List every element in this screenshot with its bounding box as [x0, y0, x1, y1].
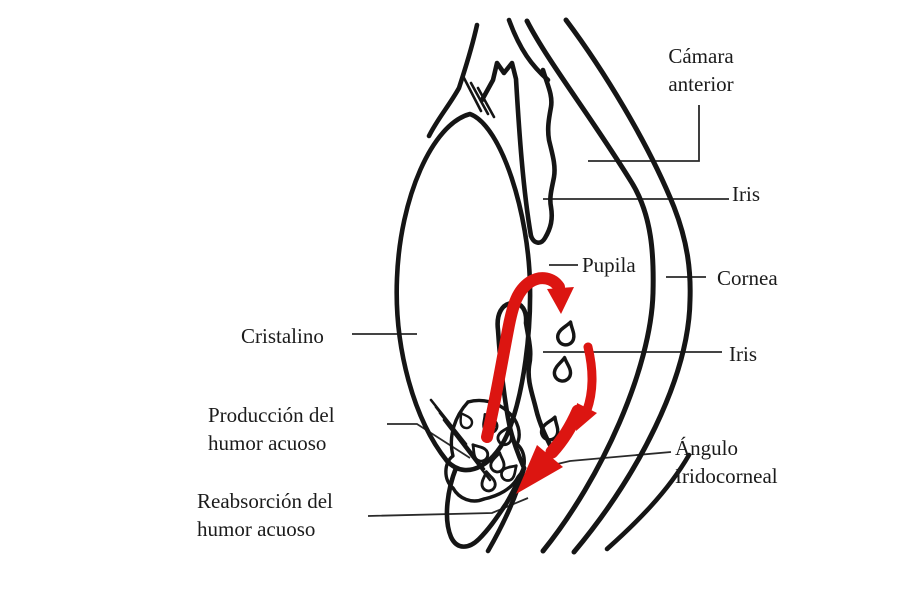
label-angulo: Ángulo Iridocorneal	[675, 434, 778, 490]
cornea-inner-arc	[524, 18, 656, 554]
sclera-bottom-line	[604, 452, 692, 552]
label-cristalino: Cristalino	[241, 324, 324, 348]
label-pupila: Pupila	[582, 253, 636, 277]
droplet-icon	[552, 355, 573, 383]
label-produccion-line2: humor acuoso	[208, 431, 327, 455]
label-camara-anterior-line1: Cámara	[668, 44, 734, 68]
leader-reabsorcion	[367, 497, 529, 517]
zonule-top-fiber	[476, 86, 496, 119]
eye-structures	[394, 17, 693, 555]
droplet-icon	[471, 443, 490, 463]
flow-arrow-pupil-shaft	[481, 272, 565, 443]
label-iris-top: Iris	[732, 182, 760, 206]
ciliary-bulge-outline	[444, 465, 527, 549]
label-reabsorcion-line2: humor acuoso	[197, 517, 316, 541]
flow-arrow-angle-shaft	[545, 404, 585, 459]
sclera-top-line	[426, 22, 480, 139]
label-produccion: Producción del humor acuoso	[208, 401, 335, 457]
label-angulo-line1: Ángulo	[675, 436, 738, 460]
flow-arrow-chamber-shaft	[582, 342, 597, 415]
lens-outline	[394, 111, 533, 473]
label-reabsorcion-line1: Reabsorción del	[197, 489, 333, 513]
droplet-icon	[489, 451, 506, 474]
iris-upper-left-edge	[479, 60, 534, 239]
droplet-icon	[539, 415, 560, 442]
droplet-icon	[459, 411, 474, 430]
label-camara-anterior: Cámara anterior	[645, 42, 757, 98]
label-iris-mid: Iris	[729, 342, 757, 366]
iris-upper-right-edge	[528, 67, 557, 245]
ciliary-body-left-edge	[444, 400, 486, 503]
droplet-icon	[480, 470, 497, 493]
droplet-icon	[496, 424, 513, 447]
flow-arrow-pupil-head	[547, 287, 574, 314]
droplet-icon	[555, 320, 576, 347]
label-camara-anterior-line2: anterior	[668, 72, 734, 96]
label-cornea: Cornea	[717, 266, 778, 290]
label-reabsorcion: Reabsorción del humor acuoso	[197, 487, 333, 543]
zonule-top-fiber	[469, 81, 490, 116]
label-produccion-line1: Producción del	[208, 403, 335, 427]
aqueous-flow-arrows	[481, 272, 597, 494]
flow-arrow-angle-head	[516, 445, 563, 494]
droplet-icon	[500, 464, 518, 482]
zonule-top-fiber	[462, 76, 483, 113]
label-angulo-line2: Iridocorneal	[675, 464, 778, 488]
leader-camara-anterior	[588, 105, 700, 162]
cornea-outer-arc	[563, 17, 693, 555]
zonule-bottom-fiber	[442, 418, 492, 482]
